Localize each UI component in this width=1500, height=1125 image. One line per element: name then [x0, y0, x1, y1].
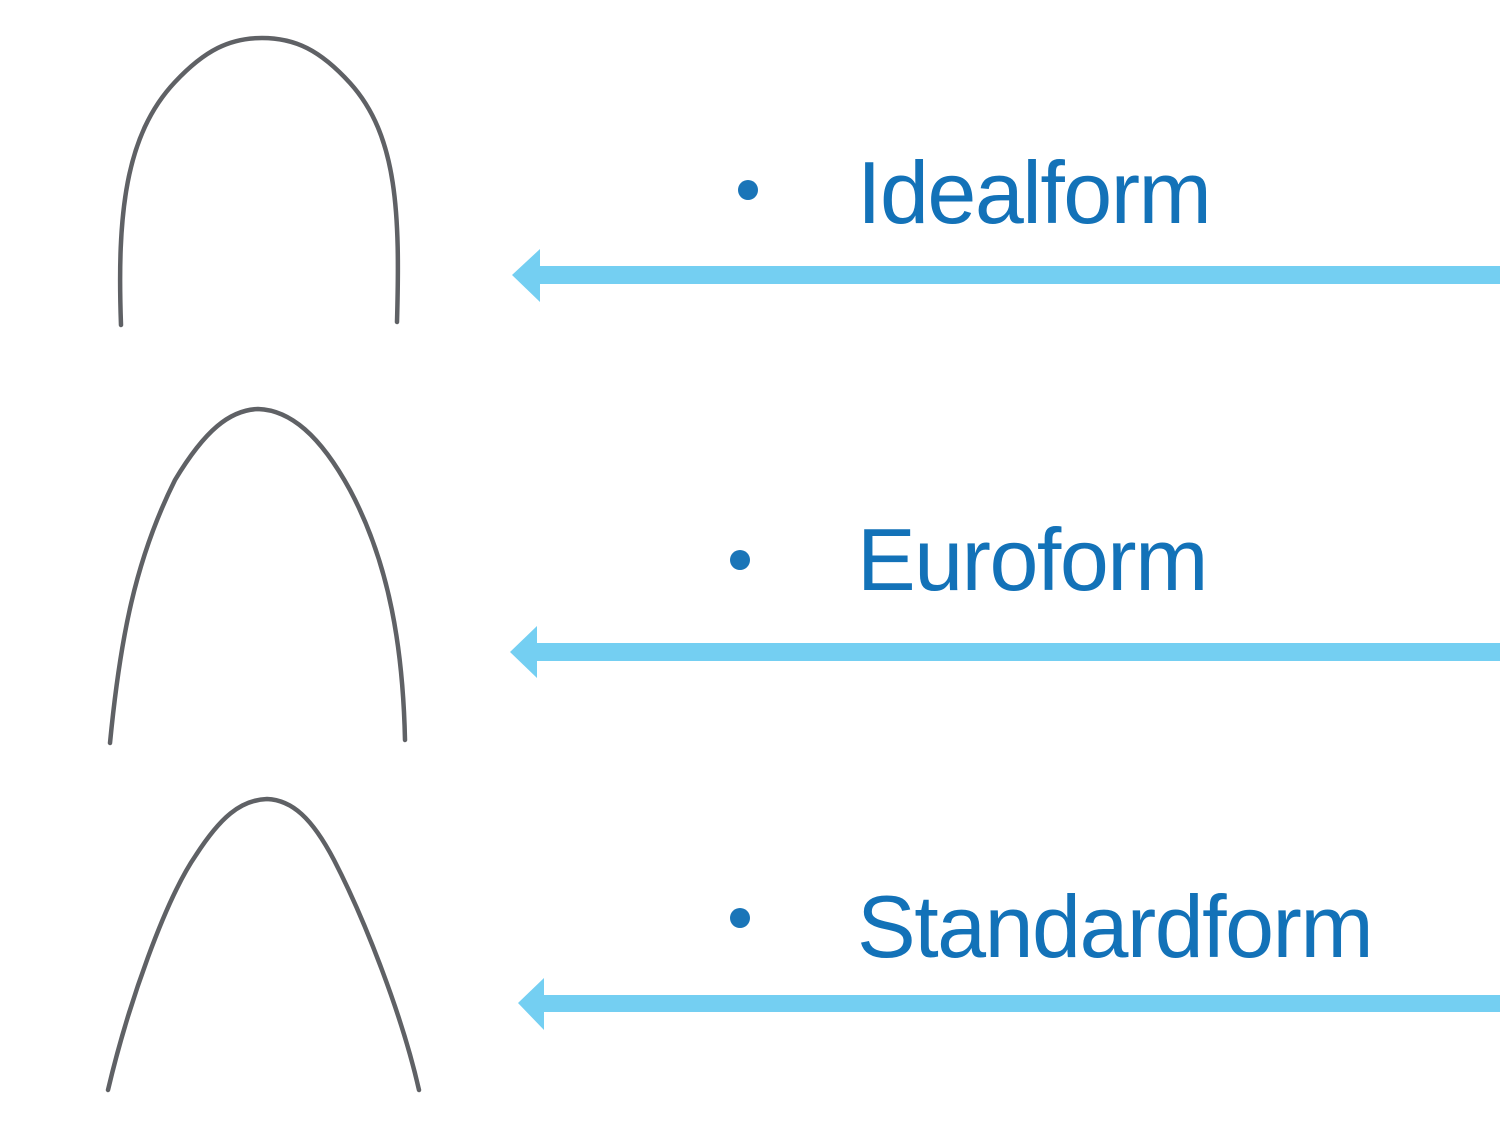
label-idealform: Idealform	[857, 143, 1212, 242]
arrow-left-icon	[512, 249, 1500, 302]
label-euroform: Euroform	[857, 510, 1208, 609]
arrow-left-icon	[518, 978, 1500, 1030]
bullet-dot-icon	[738, 180, 758, 200]
archwire-euroform-icon	[107, 406, 408, 746]
archwire-standardform-icon	[105, 796, 422, 1093]
bullet-dot-icon	[730, 908, 750, 928]
archwire-idealform-icon	[117, 35, 401, 328]
arrow-left-icon	[510, 626, 1500, 678]
bullet-dot-icon	[730, 550, 750, 570]
label-standardform: Standardform	[857, 877, 1374, 976]
